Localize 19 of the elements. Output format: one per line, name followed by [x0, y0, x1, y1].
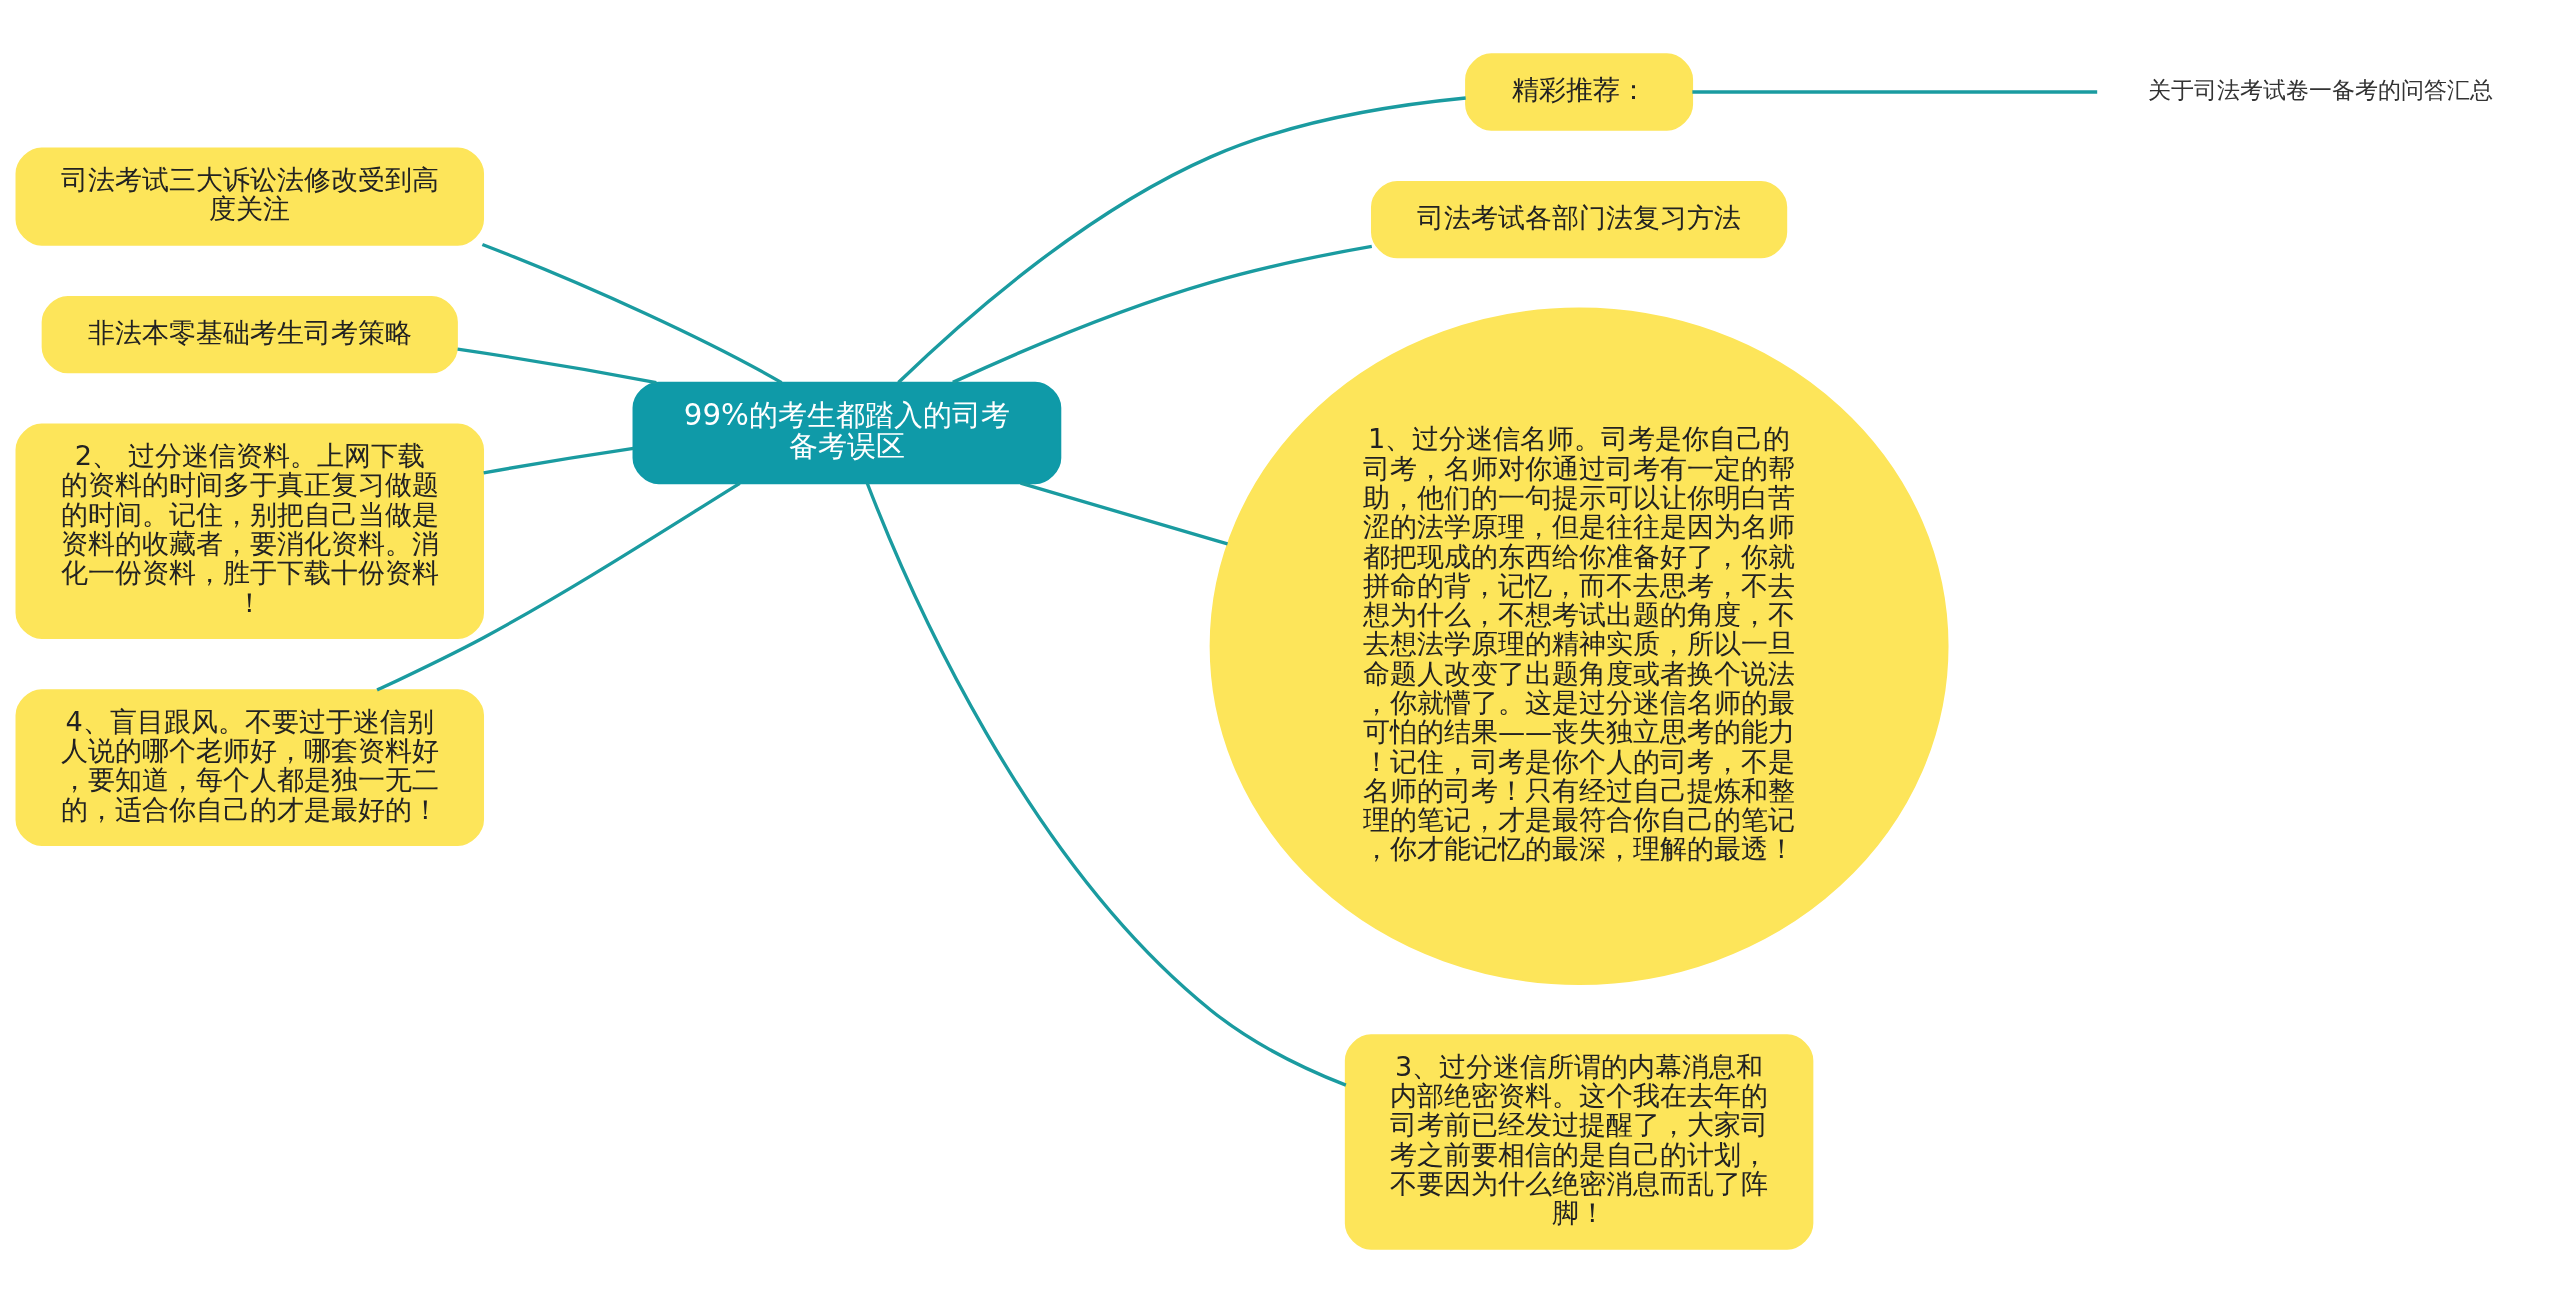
node-text: 关于司法考试卷一备考的问答汇总 [2148, 76, 2494, 103]
connector [897, 95, 1466, 384]
node-box: 司法考试三大诉讼法修改受到高度关注 [15, 146, 485, 246]
node-circle: 1、过分迷信名师。司考是你自己的司考，名师对你通过司考有一定的帮助，他们的一句提示可以让你明白苦涩的法学原理，但是往往是因为名师都把现成的东西给你准备好了，你就拼命的背，记忆，而不去思考，不去想为什么，不想考试出题的角度，不去想法学原理的精神实质，所以一旦命题人改变了出题角度或者换个说法，你就懵了。这是过分迷信名师的最可怕的结果——丧失独立思考的能力！记住，司考是你个人的司考，不是名师的司考！只有经过自己提炼和整理的笔记，才是最符合你自己的笔记，你才能记忆的最深，理解的最透！ [1209, 307, 1949, 985]
connector [483, 446, 634, 474]
connector [1020, 481, 1228, 545]
connector [1692, 89, 2098, 94]
node-box: 4、盲目跟风。不要过于迷信别人说的哪个老师好，哪套资料好，要知道，每个人都是独一无二的，适合你自己的才是最好的！ [15, 688, 485, 846]
connector [865, 482, 1347, 1087]
node-box: 非法本零基础考生司考策略 [41, 295, 458, 373]
node-box: 99%的考生都踏入的司考备考误区 [632, 381, 1062, 484]
node-box: 司法考试各部门法复习方法 [1371, 180, 1788, 258]
node-box: 2、 过分迷信资料。上网下载的资料的时间多于真正复习做题的时间。记住，别把自己当做是资料的收藏者，要消化资料。消化一份资料，胜于下载十份资料！ [15, 423, 485, 639]
node-box: 3、过分迷信所谓的内幕消息和内部绝密资料。这个我在去年的司考前已经发过提醒了，大家司考之前要相信的是自己的计划，不要因为什么绝密消息而乱了阵脚！ [1344, 1033, 1814, 1250]
node-box: 精彩推荐： [1465, 52, 1694, 131]
connector [481, 242, 783, 384]
connector [952, 244, 1373, 384]
connector [457, 347, 657, 384]
connector [376, 481, 741, 692]
